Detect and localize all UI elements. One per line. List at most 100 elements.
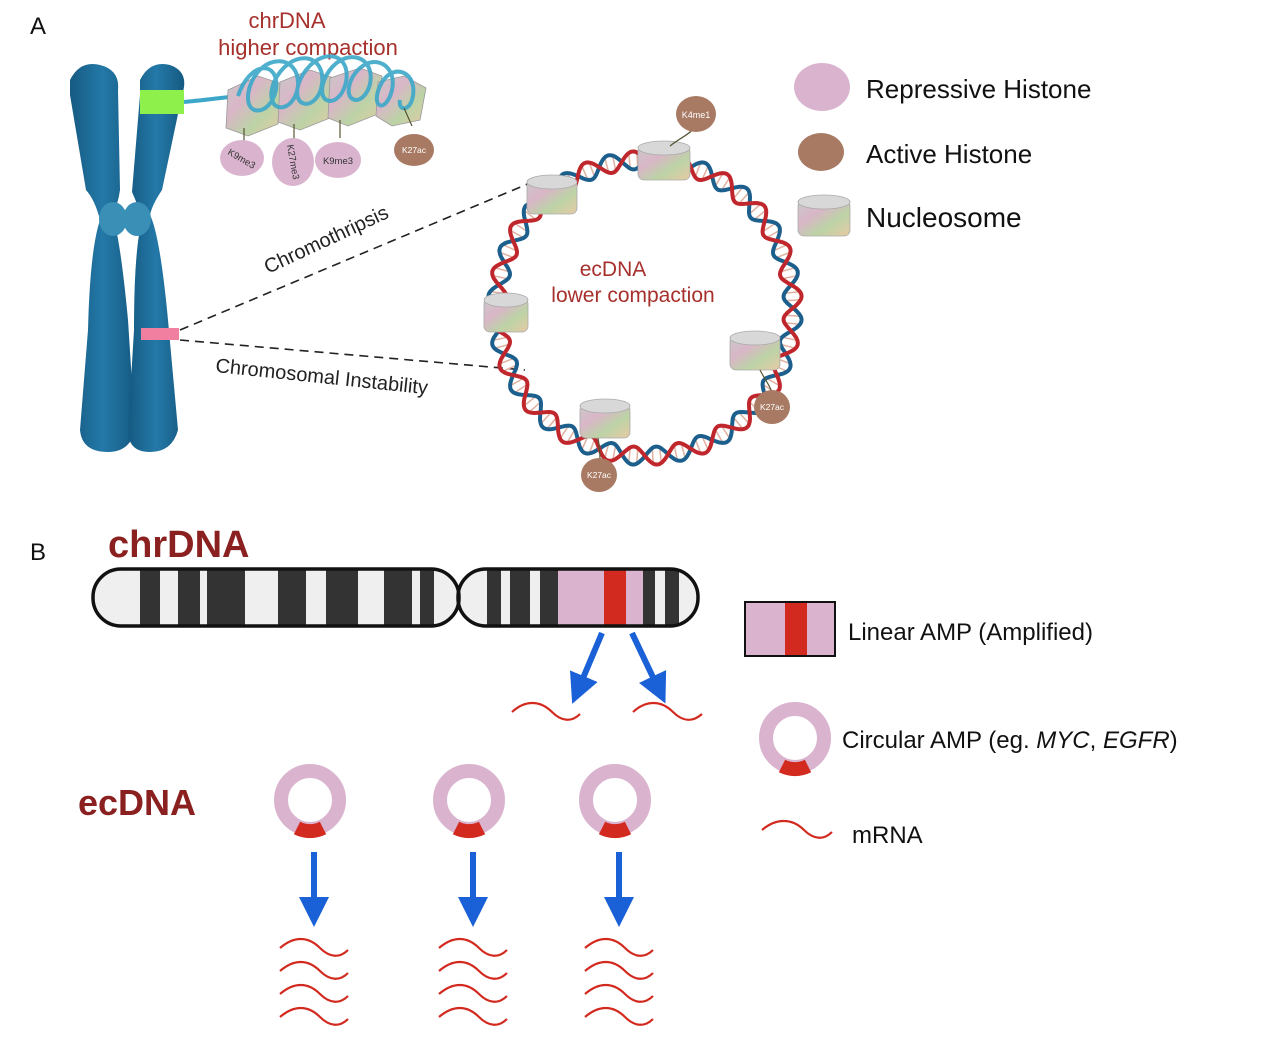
ring-nucleosome-top-left	[526, 174, 578, 215]
dashed-line-chromothripsis	[179, 182, 531, 331]
legend-active-label: Active Histone	[866, 139, 1032, 169]
mark-k9me3-b: K9me3	[323, 156, 353, 167]
ecdna-amp-segment	[452, 821, 486, 839]
helix-rung	[546, 416, 558, 430]
ecdna-ring-body	[433, 764, 505, 836]
legend-nucleosome-label: Nucleosome	[866, 202, 1022, 233]
helix-rung	[772, 243, 788, 252]
ecdna-circle-2	[433, 764, 508, 1026]
helix-rung	[680, 443, 687, 459]
helix-rung	[784, 299, 801, 302]
linear-arrow-right	[629, 631, 667, 704]
legend-repressive-swatch	[794, 63, 850, 111]
linear-arrow-left	[569, 631, 605, 704]
legend-circular-label: Circular AMP (eg. MYC, EGFR)	[842, 727, 1178, 754]
helix-rung	[780, 343, 796, 350]
chr-title-line2: higher compaction	[218, 35, 398, 60]
helix-rung	[513, 383, 528, 394]
helix-rung	[784, 321, 800, 326]
panel-a-label: A	[30, 13, 46, 40]
helix-rung	[499, 357, 515, 365]
helix-rung	[509, 229, 524, 239]
ecdna-mrna	[279, 1006, 349, 1026]
helix-rung	[694, 162, 702, 178]
helix-rung	[611, 155, 617, 172]
helix-rung	[720, 425, 731, 440]
active-histone-k27ac-right	[754, 390, 790, 424]
ring-nucleosome-right	[729, 330, 781, 371]
helix-rung	[492, 336, 509, 342]
helix-rung	[714, 172, 724, 187]
helix-rung	[509, 377, 524, 387]
ring-nucleosome-left	[483, 292, 529, 333]
legend-mrna-swatch	[761, 819, 833, 839]
ecdna-circle-1	[274, 764, 349, 1026]
helix-rung	[753, 209, 767, 221]
ecdna-mrna	[438, 983, 508, 1003]
ring-nucleosome-top	[637, 140, 691, 181]
helix-rung	[523, 395, 537, 407]
helix-rung	[701, 165, 710, 181]
chrdna-label: chrDNA	[108, 524, 249, 566]
ec-title-line1: ecDNA	[580, 258, 647, 281]
instability-label: Chromosomal Instability	[214, 355, 429, 399]
ecdna-circle-3	[579, 764, 654, 1026]
helix-rung	[513, 222, 528, 233]
helix-rung	[784, 290, 800, 295]
ec-histone-marks: K4me1 K27ac K27ac	[581, 96, 790, 492]
mark-k27ac-right: K27ac	[760, 402, 785, 412]
mark-k27ac-chr: K27ac	[402, 145, 427, 155]
ecdna-circles	[274, 764, 654, 1026]
ecdna-mrna	[279, 937, 349, 957]
chromothripsis-label: Chromothripsis	[261, 202, 392, 279]
helix-rung	[494, 266, 510, 273]
amp-region-pink	[558, 569, 643, 626]
ecdna-ring-body	[274, 764, 346, 836]
ecdna-amp-segment	[293, 821, 327, 839]
helix-rung	[738, 191, 750, 205]
helix-rung	[588, 438, 596, 454]
amp-region-red	[604, 569, 626, 626]
linear-chromosome	[91, 567, 700, 628]
helix-rung	[673, 444, 679, 461]
helix-rung	[499, 251, 515, 259]
ecdna-mrna	[279, 960, 349, 980]
ecdna-mrna	[584, 983, 654, 1003]
helix-rung	[784, 314, 801, 317]
ecdna-mrna	[279, 983, 349, 1003]
active-histone-k4me1	[676, 96, 716, 132]
legend-active-swatch	[798, 133, 844, 171]
ecdna-ring-body	[579, 764, 651, 836]
legend-a: Repressive Histone Active Histone Nucleo…	[794, 63, 1091, 237]
ecdna-mrna	[438, 1006, 508, 1026]
ecdna-mrna	[584, 937, 654, 957]
helix-rung	[492, 274, 509, 280]
helix-rung	[580, 435, 589, 451]
helix-rung	[540, 411, 552, 425]
repressive-histone-k27me3	[272, 138, 314, 186]
helix-rung	[720, 176, 731, 191]
ring-nucleosome-bottom	[579, 398, 631, 439]
ecdna-ring	[483, 127, 804, 467]
helix-rung	[566, 429, 576, 444]
helix-rung	[732, 416, 744, 430]
ecdna-amp-segment	[598, 821, 632, 839]
legend-mrna-label: mRNA	[852, 822, 923, 849]
legend-b: Linear AMP (Amplified) Circular AMP (eg.…	[744, 601, 1178, 849]
helix-rung	[588, 162, 596, 178]
legend-nucleosome-swatch	[797, 194, 851, 237]
linear-mrna-left	[511, 701, 581, 721]
panel-b-label: B	[30, 539, 46, 566]
repressive-histone-k9me3-b	[315, 142, 361, 178]
helix-rung	[766, 377, 781, 387]
helix-rung	[580, 165, 589, 181]
helix-rung	[627, 447, 632, 463]
repressive-histone-k9me3-a	[220, 140, 264, 176]
helix-rung	[775, 251, 791, 259]
helix-rung	[603, 443, 610, 459]
helix-rung	[528, 401, 542, 413]
chr-title-line1: chrDNA	[248, 8, 325, 33]
linear-mrna-right	[632, 701, 703, 721]
helix-rung	[627, 153, 632, 169]
